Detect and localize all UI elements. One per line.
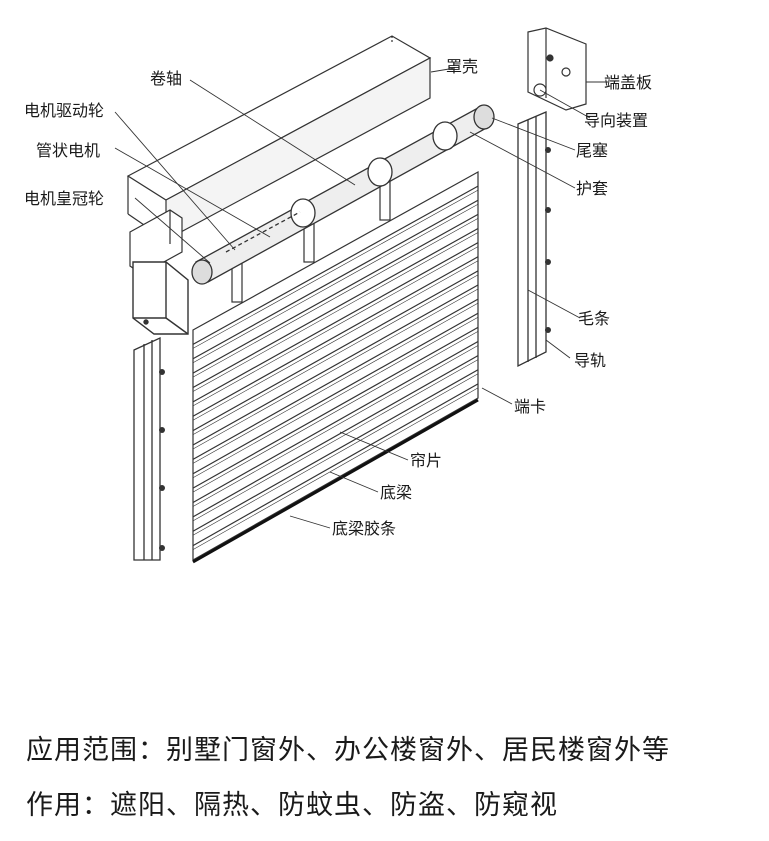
slat-line: [192, 189, 479, 349]
slat-line: [192, 302, 479, 464]
function-text: 作用：遮阳、隔热、防蚊虫、防盗、防窥视: [26, 790, 558, 821]
screw: [159, 485, 165, 491]
screw: [545, 207, 551, 213]
slat-line: [192, 185, 479, 345]
slat-line: [192, 199, 479, 360]
label-slat: 帘片: [410, 451, 442, 470]
screw: [159, 427, 165, 433]
slat-line: [192, 213, 479, 374]
slat-line: [192, 355, 479, 518]
left-bracket: [129, 209, 183, 275]
slat-line: [192, 288, 479, 450]
bottom-rubber-strip: [192, 398, 479, 564]
label-tubular-motor: 管状电机: [36, 141, 100, 160]
label-end-clip: 端卡: [514, 397, 546, 416]
slat-line: [192, 298, 479, 460]
slat-line: [192, 284, 479, 446]
label-tail-plug: 尾塞: [576, 141, 608, 160]
slat-line: [192, 274, 479, 435]
slat-line: [192, 383, 479, 547]
roller-shaft: [191, 104, 495, 285]
slat-line: [192, 345, 479, 507]
right-end-plate: [527, 27, 587, 111]
slat-line: [192, 340, 479, 504]
screws: [159, 147, 551, 551]
slat-line: [192, 387, 479, 550]
slat-line: [192, 316, 479, 479]
screw: [545, 259, 551, 265]
left-guide-rail: [133, 336, 161, 561]
slat-line: [192, 359, 479, 522]
screw: [545, 327, 551, 333]
slat-line: [192, 203, 479, 364]
slat-line: [192, 242, 479, 403]
slat-line: [192, 331, 479, 493]
label-brush-strip: 毛条: [578, 309, 610, 328]
slat-line: [192, 246, 479, 407]
screw: [159, 369, 165, 375]
screw: [545, 147, 551, 153]
left-end-cap: [132, 261, 189, 335]
slat-line: [192, 218, 479, 378]
slat-line: [192, 227, 479, 389]
label-bottom-beam: 底梁: [380, 483, 412, 502]
leader-lines: [114, 67, 608, 529]
label-guide-device: 导向装置: [584, 111, 648, 130]
slat-line: [192, 312, 479, 475]
label-roller-shaft: 卷轴: [150, 69, 182, 88]
label-sleeve: 护套: [576, 179, 608, 198]
shutter-slats: [192, 170, 479, 562]
label-end-cover-plate: 端盖板: [604, 73, 652, 92]
label-motor-crown-wheel: 电机皇冠轮: [24, 189, 104, 208]
slat-line: [192, 232, 479, 392]
slat-line: [192, 270, 479, 432]
label-guide-rail: 导轨: [574, 351, 606, 370]
application-scope-text: 应用范围：别墅门窗外、办公楼窗外、居民楼窗外等: [26, 735, 670, 766]
slat-line: [192, 326, 479, 489]
label-bottom-beam-rubber: 底梁胶条: [332, 519, 396, 538]
roller-shutter-exploded-diagram: 罩壳 卷轴 电机驱动轮 管状电机 电机皇冠轮 端盖板 导向装置 尾塞 护套 毛条…: [24, 27, 652, 564]
slat-line: [192, 256, 479, 417]
label-motor-drive-wheel: 电机驱动轮: [24, 101, 104, 120]
slat-line: [192, 260, 479, 421]
label-housing-cover: 罩壳: [446, 57, 478, 76]
screw: [159, 545, 165, 551]
slat-line: [192, 369, 479, 532]
slat-line: [192, 373, 479, 536]
right-guide-rail: [517, 111, 547, 368]
